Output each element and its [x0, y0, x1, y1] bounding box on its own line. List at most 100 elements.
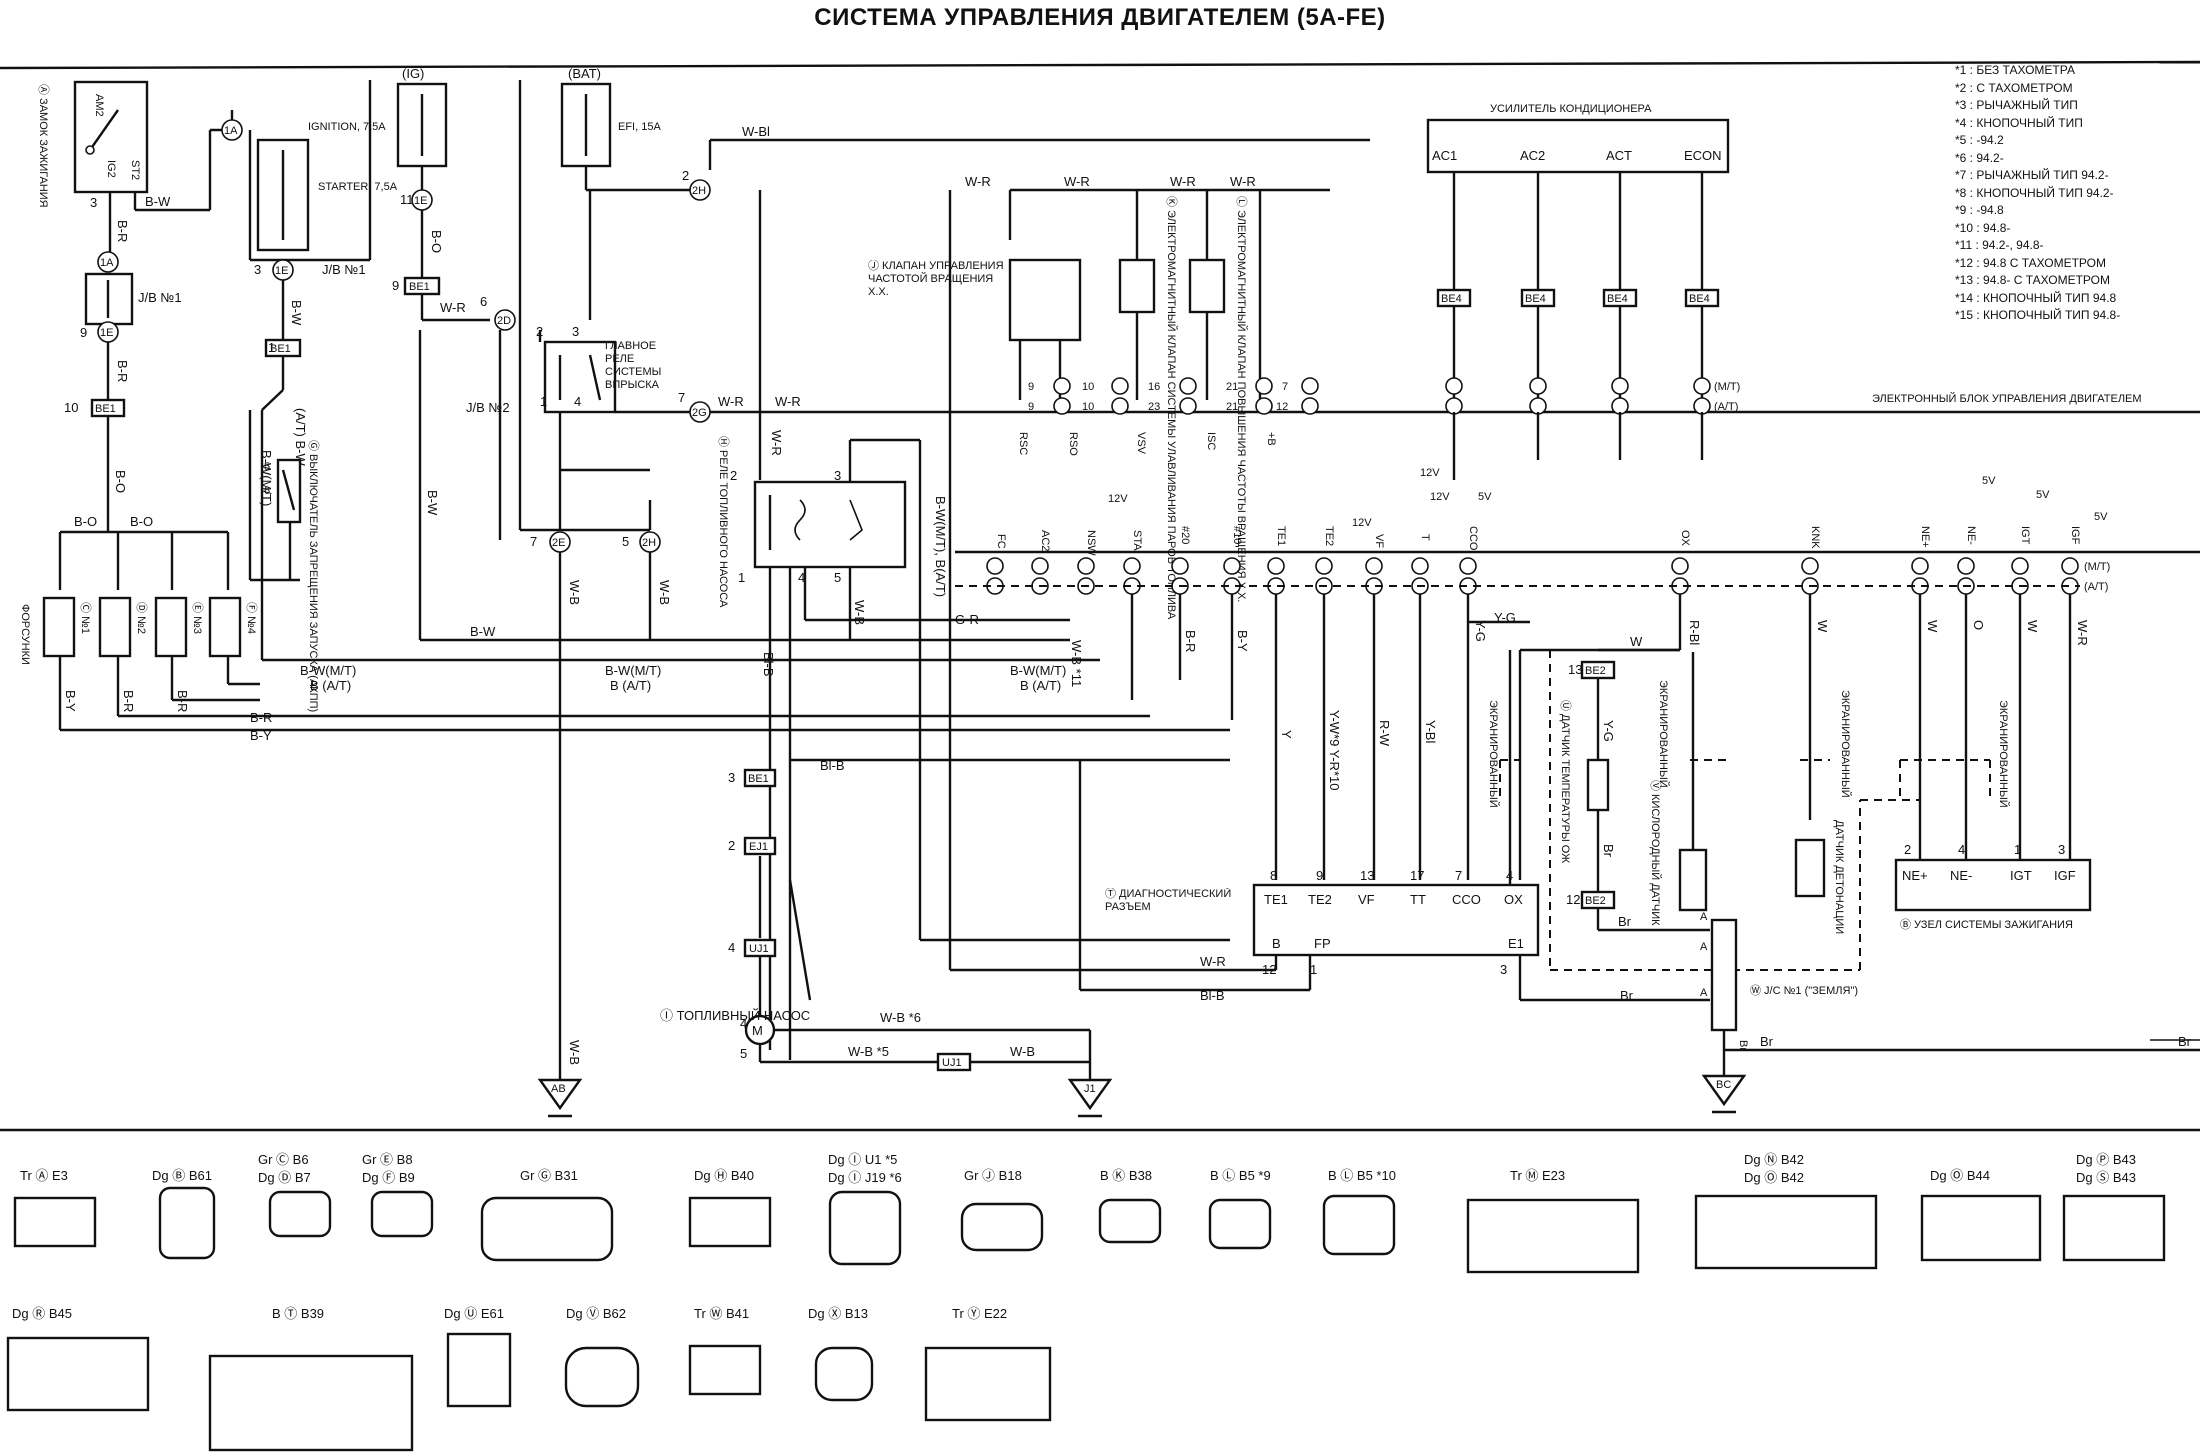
svg-text:11: 11	[400, 192, 414, 207]
legend-item: *5 : -94.2	[1955, 133, 2004, 147]
svg-text:M: M	[752, 1023, 763, 1038]
ecu-pin-igf: IGF	[2069, 526, 2081, 545]
svg-text:10: 10	[1082, 381, 1094, 393]
legend-item: *12 : 94.8 С ТАХОМЕТРОМ	[1955, 255, 2106, 270]
ecu-pin-te2: TE2	[1323, 526, 1335, 546]
ecu-pin-nsw: NSW	[1085, 530, 1097, 556]
svg-text:B (A/T): B (A/T)	[1020, 678, 1061, 693]
svg-text:4: 4	[1958, 842, 1965, 857]
diag-term-b: B	[1272, 936, 1281, 951]
o2-sensor-label: Ⓥ КИСЛОРОДНЫЙ ДАТЧИК	[1649, 780, 1662, 926]
ground-j1: J1	[1084, 1083, 1096, 1095]
svg-text:Y-G: Y-G	[1494, 610, 1516, 625]
svg-text:A: A	[1700, 987, 1708, 999]
neutral-start-switch: 6 5	[264, 458, 302, 524]
fuel-pump-label: Ⓘ ТОПЛИВНЫЙ НАСОС	[660, 1008, 810, 1023]
conn-t-b39: B Ⓣ B39	[272, 1306, 324, 1321]
svg-text:BE1: BE1	[748, 773, 769, 785]
conn-d-b7: Dg Ⓓ B7	[258, 1170, 311, 1185]
svg-text:A: A	[1700, 941, 1708, 953]
neutral-switch-label: Ⓖ ВЫКЛЮЧАТЕЛЬ ЗАПРЕЩЕНИЯ ЗАПУСКА (АКПП)	[307, 440, 320, 712]
svg-text:W-B: W-B	[567, 1040, 582, 1065]
injector-2-label: Ⓓ №2	[135, 602, 148, 634]
svg-text:B-W(M/T), B(A/T): B-W(M/T), B(A/T)	[933, 496, 948, 597]
efi-fuse-label: EFI, 15A	[618, 121, 661, 133]
svg-text:EJ1: EJ1	[749, 841, 768, 853]
svg-text:(A/T) B-W: (A/T) B-W	[293, 408, 308, 466]
svg-text:10: 10	[1082, 401, 1094, 413]
svg-text:1E: 1E	[100, 327, 113, 339]
svg-text:1E: 1E	[414, 195, 427, 207]
svg-text:BE2: BE2	[1585, 665, 1606, 677]
jb2-label: J/B №2	[466, 400, 510, 415]
svg-text:BE1: BE1	[409, 281, 430, 293]
svg-text:12V: 12V	[1420, 467, 1440, 479]
svg-text:17: 17	[1410, 868, 1424, 883]
ecu-pin-isc: ISC	[1205, 432, 1217, 450]
idle-up-vsv-label: Ⓛ ЭЛЕКТРОМАГНИТНЫЙ КЛАПАН ПОВЫШЕНИЯ ЧАСТ…	[1235, 196, 1248, 602]
svg-text:2: 2	[682, 168, 689, 183]
conn-l-b5-10: B Ⓛ B5 *10	[1328, 1168, 1396, 1183]
svg-text:W-B *11: W-B *11	[1069, 640, 1084, 687]
svg-text:7: 7	[1282, 381, 1288, 393]
svg-text:3: 3	[572, 324, 579, 339]
svg-text:W-R: W-R	[1170, 174, 1196, 189]
svg-text:2H: 2H	[692, 185, 706, 197]
conn-b-b61: Dg Ⓑ B61	[152, 1168, 212, 1183]
svg-text:9: 9	[80, 325, 87, 340]
svg-text:7: 7	[530, 534, 537, 549]
ac-amp-label: УСИЛИТЕЛЬ КОНДИЦИОНЕРА	[1490, 103, 1652, 115]
svg-text:W-R: W-R	[775, 394, 801, 409]
ecu-pin-igt: IGT	[2019, 526, 2031, 545]
conn-p-b43: Dg Ⓟ B43	[2076, 1152, 2136, 1167]
ecu-connector-row2: (M/T) (A/T) 12V 12V 12V 5V 5V 5V 5V	[955, 475, 2110, 595]
svg-text:W-B *5: W-B *5	[848, 1044, 889, 1059]
injector-4-label: Ⓕ №4	[245, 602, 258, 634]
diag-label-box: Ⓣ ДИАГНОСТИЧЕСКИЙ РАЗЪЕМ	[1105, 888, 1231, 913]
legend-item: *10 : 94.8-	[1955, 220, 2011, 235]
conn-m-e23: Tr Ⓜ E23	[1510, 1168, 1565, 1183]
svg-text:B (A/T): B (A/T)	[610, 678, 651, 693]
svg-text:O: O	[1971, 620, 1986, 630]
solenoid-valves: W-R W-R W-R W-R	[965, 174, 1330, 400]
ecu-pin-10: #10	[1231, 526, 1243, 544]
legend-item: *7 : РЫЧАЖНЫЙ ТИП 94.2-	[1955, 168, 2109, 182]
legend-item: *3 : РЫЧАЖНЫЙ ТИП	[1955, 98, 2078, 112]
footnote-legend: *1 : БЕЗ ТАХОМЕТРА *2 : С ТАХОМЕТРОМ *3 …	[1955, 62, 2120, 325]
ac-term-ac2: AC2	[1520, 148, 1545, 163]
svg-text:ST2: ST2	[129, 160, 141, 180]
svg-text:B-O: B-O	[429, 230, 444, 253]
svg-text:2E: 2E	[552, 537, 565, 549]
svg-text:12: 12	[1262, 962, 1276, 977]
svg-text:(M/T): (M/T)	[1714, 381, 1740, 393]
main-relay-label: ГЛАВНОЕ РЕЛЕ СИСТЕМЫ ВПРЫСКА	[605, 340, 662, 391]
svg-text:R-W: R-W	[1377, 720, 1392, 747]
legend-item: *11 : 94.2-, 94.8-	[1955, 238, 2044, 252]
conn-j-b18: Gr Ⓙ B18	[964, 1168, 1022, 1183]
ground-ab: AB	[551, 1083, 566, 1095]
injectors-label: ФОРСУНКИ	[19, 604, 31, 665]
ecu-pin-vsv: VSV	[1135, 432, 1147, 455]
svg-text:1A: 1A	[100, 257, 114, 269]
svg-text:1: 1	[738, 570, 745, 585]
ecu-pin-knk: KNK	[1809, 526, 1821, 549]
svg-text:12: 12	[1566, 892, 1580, 907]
svg-text:3: 3	[834, 468, 841, 483]
svg-text:BE1: BE1	[95, 403, 116, 415]
ac-term-ac1: AC1	[1432, 148, 1457, 163]
conn-v-b62: Dg Ⓥ B62	[566, 1306, 626, 1321]
svg-text:B-O: B-O	[74, 514, 97, 529]
svg-text:3: 3	[728, 770, 735, 785]
svg-text:8: 8	[1270, 868, 1277, 883]
svg-text:Y-W*9 Y-R*10: Y-W*9 Y-R*10	[1327, 710, 1342, 790]
conn-n-b42: Dg Ⓝ B42	[1744, 1152, 1804, 1167]
igniter-term-ne-minus: NE-	[1950, 868, 1972, 883]
svg-text:5V: 5V	[2036, 489, 2050, 501]
svg-text:21: 21	[1226, 401, 1238, 413]
ecu-label: ЭЛЕКТРОННЫЙ БЛОК УПРАВЛЕНИЯ ДВИГАТЕЛЕМ	[1872, 392, 2142, 405]
svg-text:1: 1	[268, 340, 275, 355]
svg-text:5V: 5V	[1478, 491, 1492, 503]
svg-text:W: W	[2025, 620, 2040, 633]
diagnostic-connector: W-R Bl-B Br 8 9 13 17 7 4 12 1 3	[948, 190, 1710, 1003]
